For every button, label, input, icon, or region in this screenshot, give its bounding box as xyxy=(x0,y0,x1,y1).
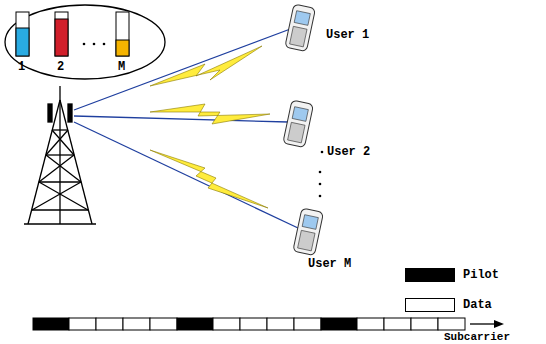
legend-label: Pilot xyxy=(463,269,499,281)
arrowhead xyxy=(494,320,504,328)
buffer-number: M xyxy=(118,61,125,73)
buffer-tube xyxy=(55,12,68,56)
buffer-fill xyxy=(116,40,129,56)
buffer-tube xyxy=(116,12,129,56)
buffer-tube xyxy=(16,12,29,56)
axis-arrow xyxy=(470,323,498,324)
user-label: User 1 xyxy=(326,29,369,41)
data-cell xyxy=(150,318,177,330)
data-cell xyxy=(123,318,150,330)
data-cell xyxy=(357,318,384,330)
data-cell xyxy=(411,318,438,330)
pilot-cell xyxy=(321,318,357,330)
data-cell xyxy=(69,318,96,330)
base-station-tower xyxy=(24,86,96,224)
data-cell xyxy=(96,318,123,330)
pilot-cell xyxy=(33,318,69,330)
subcarrier-bar xyxy=(33,318,465,330)
lightning-symbol xyxy=(150,46,270,208)
legend-swatch xyxy=(405,268,455,282)
buffer-fill xyxy=(55,19,68,56)
radio-link xyxy=(74,28,298,228)
ellipsis-dots xyxy=(319,151,324,198)
legend-swatch xyxy=(405,298,455,312)
data-cell xyxy=(240,318,267,330)
data-cell xyxy=(384,318,411,330)
user-label: User 2 xyxy=(327,146,370,158)
buffer-number: 2 xyxy=(57,61,64,73)
user-label: User M xyxy=(308,258,351,270)
data-cell xyxy=(438,318,465,330)
buffer-bubble xyxy=(5,5,165,79)
buffer-fill xyxy=(16,28,29,56)
ellipsis-dots xyxy=(83,43,106,46)
data-cell xyxy=(267,318,294,330)
data-cell xyxy=(213,318,240,330)
data-cell xyxy=(294,318,321,330)
pilot-cell xyxy=(177,318,213,330)
phone-icon xyxy=(283,4,324,256)
axis-label: Subcarrier xyxy=(444,332,510,343)
legend-label: Data xyxy=(463,299,492,311)
buffer-number: 1 xyxy=(18,61,25,73)
